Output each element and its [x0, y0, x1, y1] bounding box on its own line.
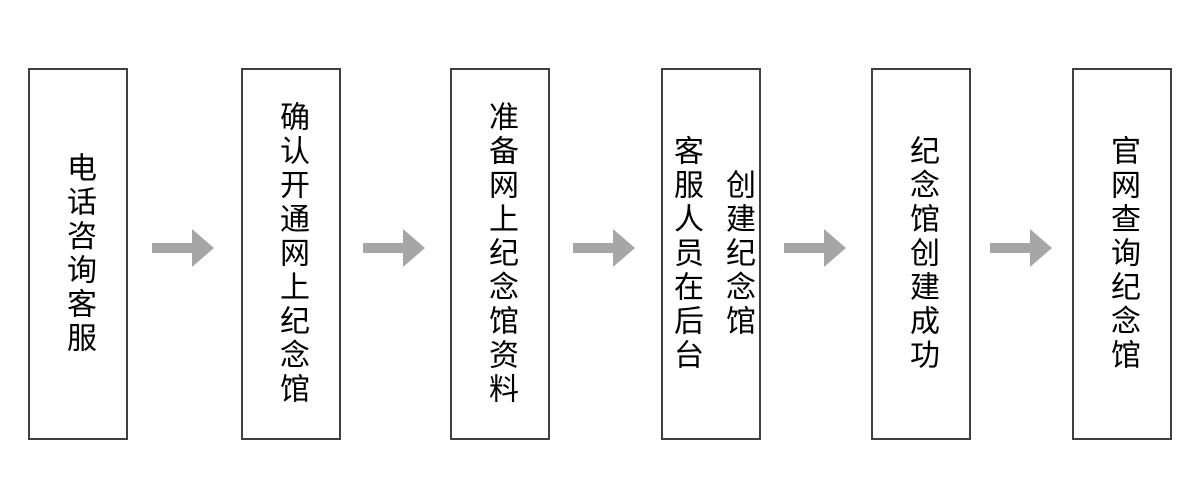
- right-arrow-icon: [363, 229, 425, 267]
- right-arrow-icon: [784, 229, 846, 267]
- flow-step-staff-create: 客服人员在后台 创建纪念馆: [661, 68, 761, 440]
- right-arrow-icon: [990, 229, 1052, 267]
- flow-step-confirm-open: 确认开通网上纪念馆: [241, 68, 341, 440]
- right-arrow-icon: [573, 229, 635, 267]
- flow-step-label: 准备网上纪念馆资料: [484, 101, 517, 407]
- flow-step-label: 确认开通网上纪念馆: [275, 101, 308, 407]
- flow-step-query-official-site: 官网查询纪念馆: [1072, 68, 1172, 440]
- flow-step-label: 官网查询纪念馆: [1106, 135, 1139, 373]
- flow-step-create-success: 纪念馆创建成功: [871, 68, 971, 440]
- flow-step-label: 电话咨询客服: [62, 152, 95, 356]
- flow-step-prepare-materials: 准备网上纪念馆资料: [450, 68, 550, 440]
- flow-step-label: 纪念馆创建成功: [905, 135, 938, 373]
- right-arrow-icon: [152, 229, 214, 267]
- flow-step-phone-consult: 电话咨询客服: [28, 68, 128, 440]
- flow-step-label: 客服人员在后台 创建纪念馆: [669, 135, 754, 373]
